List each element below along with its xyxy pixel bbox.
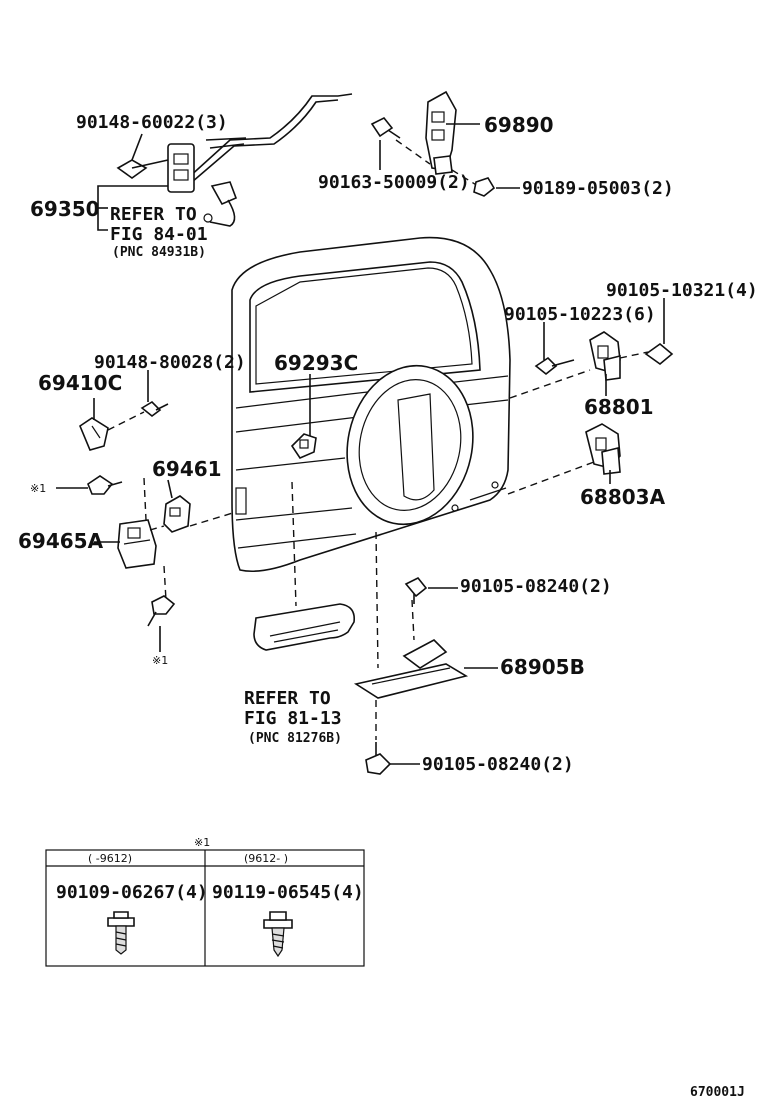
refer-fig-84-01-pnc: (PNC 84931B) <box>112 245 206 260</box>
label-69410C: 69410C <box>38 371 122 395</box>
handle-cover-81-13 <box>253 481 356 651</box>
refer-fig-84-01-line2: FIG 84-01 <box>110 224 208 245</box>
hinge-lower <box>507 423 621 495</box>
bracket-69461 <box>163 495 237 533</box>
label-90105-10321: 90105-10321(4) <box>606 280 758 301</box>
bolt-top-mark <box>87 475 123 495</box>
label-90105-08240-lower: 90105-08240(2) <box>422 754 574 775</box>
label-90148-60022: 90148-60022(3) <box>76 112 228 133</box>
plate-68905B <box>353 531 469 775</box>
leader-lines <box>56 123 665 765</box>
label-69465A: 69465A <box>18 529 104 553</box>
back-door-panel <box>231 236 511 573</box>
refer-fig-81-13-pnc: (PNC 81276B) <box>248 731 342 746</box>
label-69461: 69461 <box>152 457 222 481</box>
handle-69410C <box>79 400 169 451</box>
refer-fig-81-13-line1: REFER TO <box>244 688 331 709</box>
label-68803A: 68803A <box>580 485 666 509</box>
label-69350: 69350 <box>30 197 100 221</box>
striker-bracket <box>370 90 496 197</box>
table-part-late: 90119-06545(4) <box>212 882 364 903</box>
table-header-early: ( -9612) <box>88 852 132 865</box>
refer-fig-81-13-line2: FIG 81-13 <box>244 708 342 729</box>
label-90148-80028: 90148-80028(2) <box>94 352 246 373</box>
label-90105-08240-upper: 90105-08240(2) <box>460 576 612 597</box>
mark-note-top: ※1 <box>30 482 46 495</box>
figure-code: 670001J <box>690 1085 745 1100</box>
table-mark: ※1 <box>194 836 210 849</box>
tapping-screw-icon <box>263 911 293 958</box>
hinge-upper <box>509 331 674 399</box>
refer-fig-84-01-line1: REFER TO <box>110 204 197 225</box>
bolt-variant-table: ※1 ( -9612) (9612- ) 90109-06267(4) 9011… <box>45 836 365 967</box>
bolt-bottom-mark <box>147 595 176 627</box>
label-90189-05003: 90189-05003(2) <box>522 178 674 199</box>
back-door-lock-assembly <box>116 93 353 227</box>
flange-bolt-icon <box>107 911 135 955</box>
label-68905B: 68905B <box>500 655 585 679</box>
label-90105-10223: 90105-10223(6) <box>504 304 656 325</box>
mark-note-bottom: ※1 <box>152 654 168 667</box>
label-90163-50009: 90163-50009(2) <box>318 172 470 193</box>
table-header-late: (9612- ) <box>244 852 288 865</box>
label-69890: 69890 <box>484 113 554 137</box>
bracket-69465A <box>117 477 167 601</box>
cover-69293C <box>290 433 317 459</box>
label-69293C: 69293C <box>274 351 358 375</box>
table-part-early: 90109-06267(4) <box>56 882 208 903</box>
label-68801: 68801 <box>584 395 654 419</box>
part-labels: 90148-60022(3) 69890 90163-50009(2) 9018… <box>18 112 758 775</box>
